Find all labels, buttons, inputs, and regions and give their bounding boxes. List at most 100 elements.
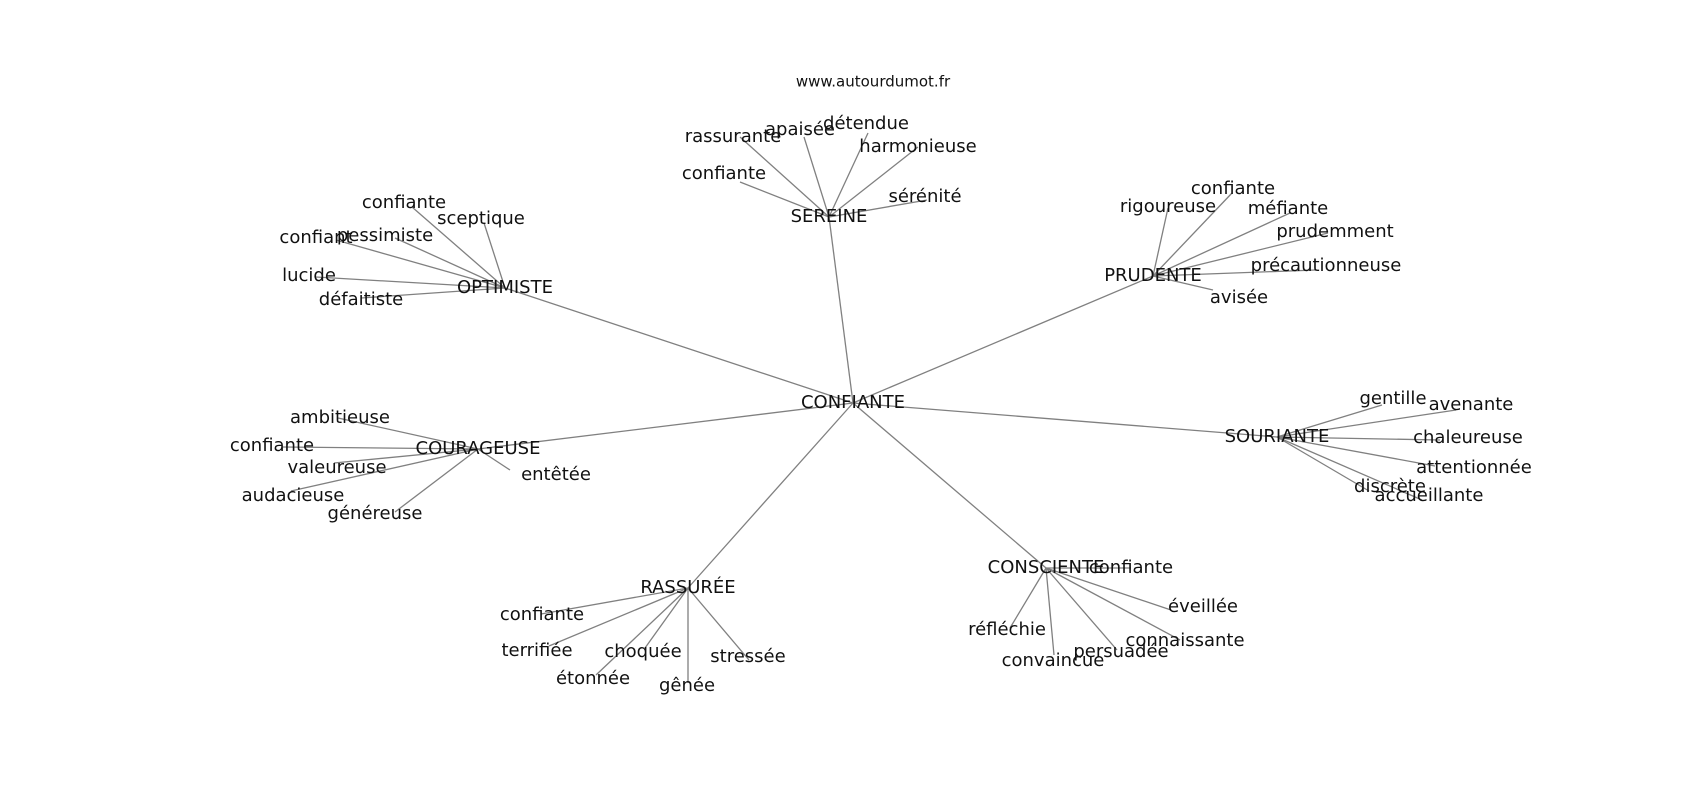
edge-4-0 [1276,404,1383,438]
leaf-word[interactable]: rigoureuse [1120,196,1216,217]
leaf-word[interactable]: confiante [500,604,584,625]
edge-3-1 [282,446,479,450]
edge-0-5 [828,199,928,218]
edge-3-3 [477,448,511,471]
leaf-word[interactable]: discrète [1354,476,1426,497]
edge-2-4 [1152,269,1317,277]
edge-center-to-0 [828,216,854,404]
leaf-word[interactable]: confiante [230,435,314,456]
leaf-word[interactable]: confiante [1191,178,1275,199]
edge-3-0 [337,417,479,450]
hub-word[interactable]: SOURIANTE [1225,426,1330,447]
edge-2-2 [1152,212,1291,277]
leaf-word[interactable]: étonnée [556,668,630,689]
leaf-word[interactable]: réfléchie [968,619,1046,640]
edge-1-4 [315,276,506,289]
center-word[interactable]: CONFIANTE [801,392,905,413]
leaf-word[interactable]: sceptique [437,208,525,229]
edge-center-to-1 [504,287,854,404]
edge-1-2 [335,239,506,289]
leaf-word[interactable]: confiante [1089,557,1173,578]
leaf-word[interactable]: prudemment [1276,221,1393,242]
hub-word[interactable]: OPTIMISTE [457,277,553,298]
edge-center-to-4 [852,402,1278,438]
leaf-word[interactable]: sérénité [888,186,961,207]
edge-5-1 [548,587,689,647]
leaf-word[interactable]: avisée [1210,287,1268,308]
edge-0-3 [828,146,919,218]
edge-center-to-3 [477,402,854,450]
leaf-word[interactable]: précautionneuse [1251,255,1402,276]
leaf-word[interactable]: accueillante [1375,485,1484,506]
edge-4-3 [1276,436,1436,467]
leaf-word[interactable]: pessimiste [337,225,433,246]
edge-0-1 [803,136,830,218]
leaf-word[interactable]: éveillée [1168,596,1238,617]
leaf-word[interactable]: entêtée [521,464,591,485]
leaf-word[interactable]: rassurante [685,126,782,147]
leaf-word[interactable]: gênée [659,675,715,696]
edge-3-2 [333,448,479,464]
edge-5-2 [644,587,689,649]
graph-edges [282,132,1457,683]
edge-6-1 [1045,567,1172,611]
hub-word[interactable]: PRUDENTE [1104,265,1202,286]
edge-1-0 [411,206,506,289]
graph-nodes: SEREINE rassuranteapaiséedétendueharmonie… [230,113,1532,696]
hub-word[interactable]: COURAGEUSE [416,438,541,459]
edge-4-2 [1276,436,1441,441]
edge-5-0 [540,587,689,615]
edge-4-4 [1276,436,1370,492]
leaf-word[interactable]: ambitieuse [290,407,390,428]
leaf-word[interactable]: persuadée [1073,641,1168,662]
edge-3-4 [290,448,479,492]
edge-2-3 [1152,232,1329,277]
leaf-word[interactable]: gentille [1359,388,1426,409]
leaf-word[interactable]: confiante [682,163,766,184]
leaf-word[interactable]: attentionnée [1416,457,1532,478]
hub-word[interactable]: RASSURÉE [640,576,735,598]
edge-3-5 [394,448,479,513]
edge-center-to-5 [687,402,854,589]
leaf-word[interactable]: défaitiste [319,289,403,310]
edge-5-4 [595,587,689,676]
leaf-word[interactable]: détendue [823,113,909,134]
edge-2-0 [1152,192,1233,277]
edge-6-5 [1045,567,1055,656]
edge-6-3 [1045,567,1181,641]
hub-word[interactable]: CONSCIENTE [988,557,1105,578]
leaf-word[interactable]: choquée [604,641,681,662]
leaf-word[interactable]: confiante [362,192,446,213]
leaf-word[interactable]: terrifiée [501,640,572,661]
leaf-word[interactable]: harmonieuse [859,136,976,157]
edge-0-2 [828,132,869,218]
edge-4-1 [1276,409,1457,438]
edge-6-4 [1045,567,1118,651]
leaf-word[interactable]: convaincue [1002,650,1105,671]
edge-center-to-2 [852,275,1154,404]
leaf-word[interactable]: audacieuse [242,485,345,506]
leaf-word[interactable]: lucide [282,265,336,286]
edge-0-0 [739,136,830,218]
leaf-word[interactable]: apaisée [765,119,835,140]
leaf-word[interactable]: confiant [279,227,352,248]
source-url[interactable]: www.autourdumot.fr [796,73,951,91]
leaf-word[interactable]: connaissante [1125,630,1244,651]
edge-5-3 [687,587,750,661]
leaf-word[interactable]: stressée [710,646,785,667]
edge-6-2 [1009,567,1047,629]
leaf-word[interactable]: avenante [1429,394,1514,415]
edge-1-5 [360,287,506,299]
leaf-word[interactable]: méfiante [1248,198,1329,219]
edge-4-5 [1276,436,1423,501]
edge-2-5 [1152,275,1214,291]
hub-word[interactable]: SEREINE [791,206,868,227]
leaf-word[interactable]: généreuse [328,503,423,524]
leaf-word[interactable]: valeureuse [287,457,386,478]
edge-1-3 [394,237,506,289]
edge-0-4 [739,181,830,218]
edge-center-to-6 [852,402,1047,569]
edge-1-1 [483,222,506,289]
leaf-word[interactable]: chaleureuse [1413,427,1523,448]
